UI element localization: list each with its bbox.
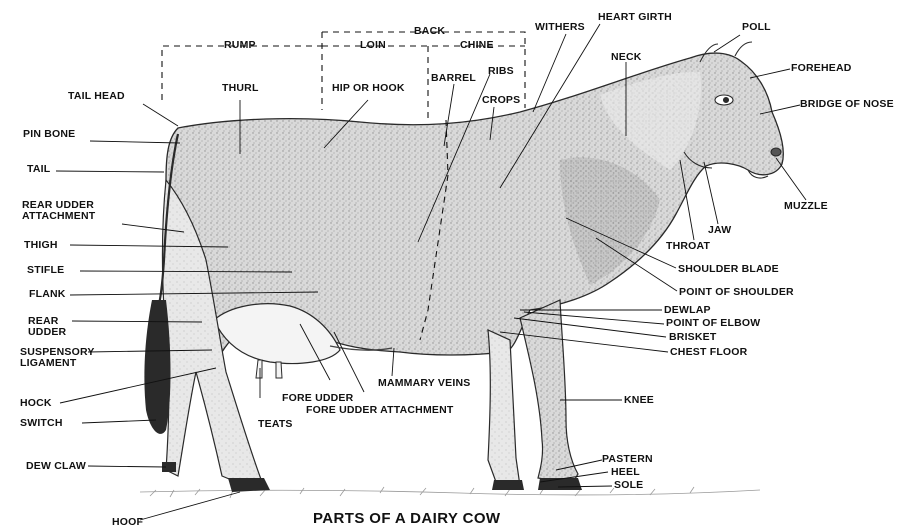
label-switch: SWITCH [20, 418, 63, 429]
label-brisket: BRISKET [669, 332, 717, 343]
label-suspensory-ligament: SUSPENSORY LIGAMENT [20, 347, 94, 369]
label-shoulder-blade: SHOULDER BLADE [678, 264, 779, 275]
label-poll: POLL [742, 22, 771, 33]
label-pastern: PASTERN [602, 454, 653, 465]
label-hock: HOCK [20, 398, 52, 409]
label-hoof: HOOF [112, 517, 143, 528]
label-tail-head: TAIL HEAD [68, 91, 125, 102]
label-stifle: STIFLE [27, 265, 64, 276]
label-forehead: FOREHEAD [791, 63, 852, 74]
label-tail: TAIL [27, 164, 50, 175]
label-ribs: RIBS [488, 66, 514, 77]
label-pin-bone: PIN BONE [23, 129, 75, 140]
label-thigh: THIGH [24, 240, 58, 251]
label-barrel: BARREL [431, 73, 476, 84]
front-leg-near [520, 300, 578, 484]
label-heel: HEEL [611, 467, 640, 478]
label-chine: CHINE [460, 40, 494, 51]
label-neck: NECK [611, 52, 642, 63]
label-fore-udder: FORE UDDER [282, 393, 353, 404]
label-dewlap: DEWLAP [664, 305, 711, 316]
label-throat: THROAT [666, 241, 710, 252]
label-bridge-of-nose: BRIDGE OF NOSE [800, 99, 894, 110]
switch-shape [144, 300, 170, 434]
front-leg-rear [488, 330, 520, 486]
label-withers: WITHERS [535, 22, 585, 33]
label-rear-udder: REAR UDDER [28, 316, 76, 338]
label-crops: CROPS [482, 95, 520, 106]
label-back: BACK [414, 26, 445, 37]
label-fore-udder-attachment: FORE UDDER ATTACHMENT [306, 405, 454, 416]
label-rear-udder-attachment: REAR UDDER ATTACHMENT [22, 200, 132, 222]
label-hip-or-hook: HIP OR HOOK [332, 83, 405, 94]
label-jaw: JAW [708, 225, 731, 236]
label-rump: RUMP [224, 40, 256, 51]
label-thurl: THURL [222, 83, 259, 94]
label-teats: TEATS [258, 419, 293, 430]
label-point-of-shoulder: POINT OF SHOULDER [679, 287, 794, 298]
label-chest-floor: CHEST FLOOR [670, 347, 747, 358]
label-loin: LOIN [360, 40, 386, 51]
hind-hoof [228, 478, 270, 492]
label-muzzle: MUZZLE [784, 201, 828, 212]
label-heart-girth: HEART GIRTH [598, 12, 672, 23]
label-dew-claw: DEW CLAW [26, 461, 86, 472]
label-point-of-elbow: POINT OF ELBOW [666, 318, 760, 329]
diagram-title: PARTS OF A DAIRY COW [313, 510, 500, 527]
label-flank: FLANK [29, 289, 66, 300]
label-sole: SOLE [614, 480, 643, 491]
label-knee: KNEE [624, 395, 654, 406]
label-mammary-veins: MAMMARY VEINS [378, 378, 470, 389]
